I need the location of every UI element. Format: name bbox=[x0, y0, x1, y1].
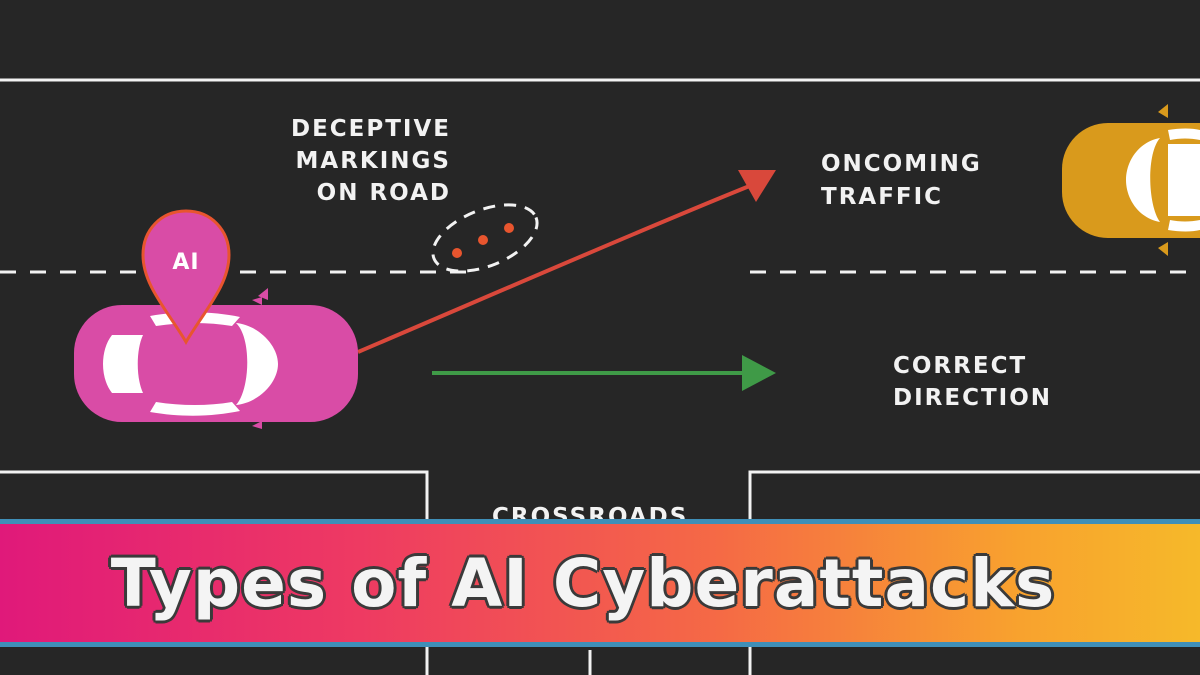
deceptive-dot bbox=[478, 235, 488, 245]
deceptive-dot bbox=[452, 248, 462, 258]
ai-car-side-window-bottom bbox=[150, 402, 240, 416]
correct-label-line-1: CORRECT bbox=[893, 353, 1027, 379]
ai-car-windshield bbox=[236, 323, 278, 405]
oncoming-label-line-2: TRAFFIC bbox=[821, 184, 943, 210]
correct-label-line-2: DIRECTION bbox=[893, 385, 1052, 411]
oncoming-car-side-window-bottom bbox=[1168, 220, 1200, 232]
wrong-path-arrow bbox=[357, 170, 776, 354]
ai-pin-shape bbox=[141, 209, 231, 345]
deceptive-label-line-3: ON ROAD bbox=[317, 180, 451, 206]
oncoming-traffic-label: ONCOMING TRAFFIC bbox=[821, 151, 982, 210]
title-banner: Types of AI Cyberattacks bbox=[0, 519, 1200, 647]
deceptive-markings bbox=[431, 203, 539, 273]
ai-car-icon bbox=[74, 288, 358, 429]
deceptive-marking-ring bbox=[431, 203, 539, 273]
correct-path-arrowhead bbox=[742, 355, 776, 391]
oncoming-car-icon bbox=[1062, 104, 1200, 256]
deceptive-markings-label: DECEPTIVE MARKINGS ON ROAD bbox=[291, 116, 451, 206]
ai-car-rear-window bbox=[103, 335, 143, 393]
oncoming-label-line-1: ONCOMING bbox=[821, 151, 982, 177]
oncoming-car-roof-window bbox=[1168, 144, 1200, 216]
deceptive-dot bbox=[504, 223, 514, 233]
oncoming-car-windshield bbox=[1126, 138, 1160, 222]
page-title: Types of AI Cyberattacks bbox=[110, 544, 1056, 622]
ai-car-body bbox=[74, 305, 358, 422]
wrong-path-line bbox=[357, 183, 753, 354]
correct-direction-label: CORRECT DIRECTION bbox=[893, 353, 1052, 411]
ai-pin-label: AI bbox=[172, 250, 199, 275]
wrong-path-arrowhead bbox=[738, 170, 776, 202]
deceptive-label-line-2: MARKINGS bbox=[296, 148, 451, 174]
map-pin-icon: AI bbox=[141, 209, 231, 345]
oncoming-car-side-window-top bbox=[1168, 128, 1200, 140]
correct-path-arrow bbox=[432, 355, 776, 391]
deceptive-label-line-1: DECEPTIVE bbox=[291, 116, 451, 142]
